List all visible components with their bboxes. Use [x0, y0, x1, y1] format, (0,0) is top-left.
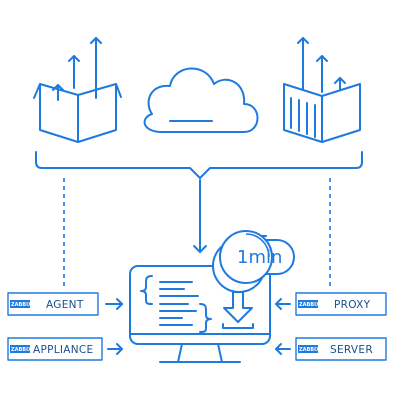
- proxy-arrow: [275, 298, 291, 310]
- down-arrow: [193, 179, 207, 253]
- server-box: ZABBIX SERVER: [295, 337, 387, 361]
- appliance-brand: ZABBIX: [11, 347, 32, 353]
- box-upload-icon: [33, 37, 122, 143]
- agent-brand: ZABBIX: [11, 302, 32, 308]
- server-brand: ZABBIX: [299, 347, 320, 353]
- timer-label: 1min: [237, 247, 282, 268]
- agent-arrow: [105, 298, 123, 310]
- proxy-brand: ZABBIX: [299, 302, 320, 308]
- appliance-box: ZABBIX APPLIANCE: [7, 337, 103, 361]
- download-icon: [222, 291, 254, 329]
- proxy-box: ZABBIX PROXY: [295, 292, 387, 316]
- server-label: SERVER: [330, 344, 373, 356]
- proxy-label: PROXY: [334, 299, 371, 311]
- agent-box: ZABBIX AGENT: [7, 292, 99, 316]
- container-upload-icon: [283, 37, 361, 143]
- cloud-icon: [143, 67, 259, 133]
- appliance-arrow: [107, 343, 123, 355]
- timer-icon: [212, 230, 295, 293]
- top-bracket: [35, 151, 363, 179]
- appliance-label: APPLIANCE: [33, 344, 94, 356]
- monitor-icon: [129, 265, 271, 363]
- code-braces-icon: [140, 275, 212, 333]
- agent-label: AGENT: [46, 299, 84, 311]
- server-arrow: [275, 343, 291, 355]
